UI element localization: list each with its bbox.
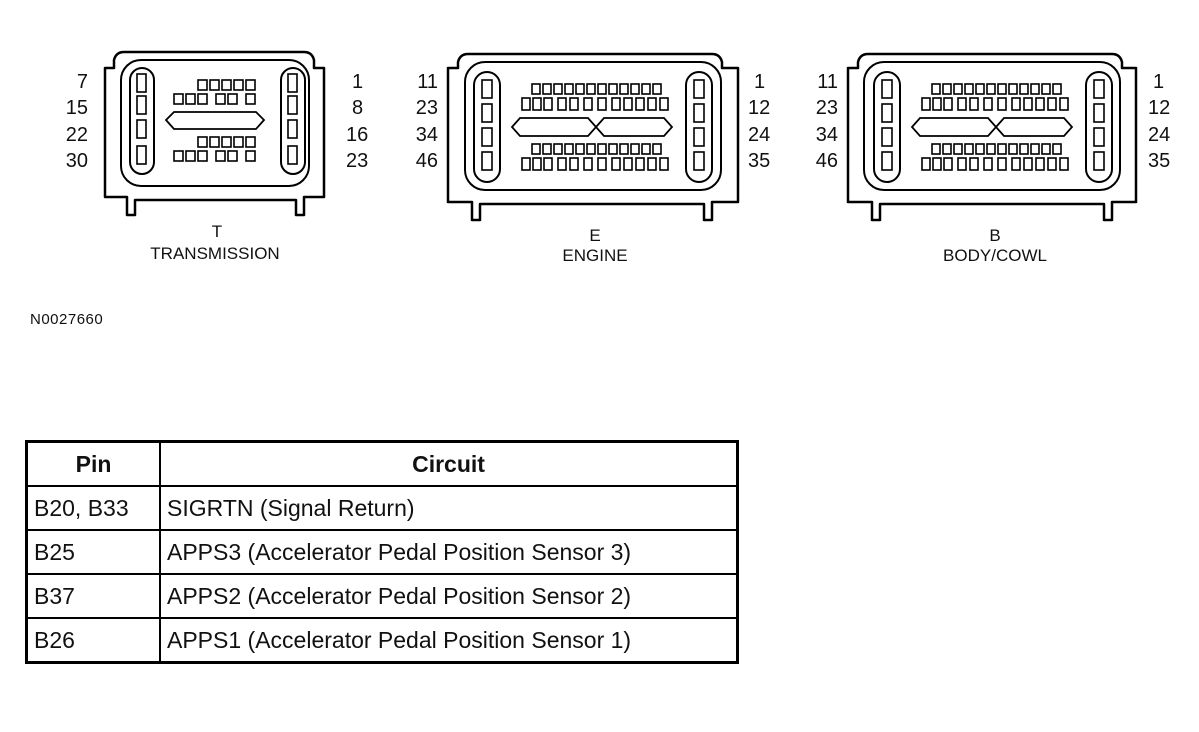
- connector-e-name: ENGINE: [562, 246, 627, 265]
- pin-number: 23: [346, 150, 368, 172]
- pin-circuit-table: Pin Circuit B20, B33 SIGRTN (Signal Retu…: [25, 440, 739, 664]
- circuit-cell: APPS3 (Accelerator Pedal Position Sensor…: [159, 529, 739, 575]
- connector-t-letter: T: [212, 222, 222, 241]
- connector-b-right-pin-column: [1085, 71, 1113, 183]
- pin-number: 7: [77, 71, 88, 93]
- connector-e-face: [464, 61, 722, 191]
- pin-number: 30: [66, 150, 88, 172]
- pin-number: 1: [352, 71, 363, 93]
- table-header-row: Pin Circuit: [25, 440, 739, 487]
- connector-t-left-pin-column: [129, 67, 155, 175]
- table-row: B37 APPS2 (Accelerator Pedal Position Se…: [25, 573, 739, 619]
- connector-b-center-key-left: [910, 117, 998, 137]
- figure-code: N0027660: [30, 311, 104, 328]
- connector-b-face: [863, 61, 1121, 191]
- pin-number: 46: [816, 150, 838, 172]
- connector-b-name: BODY/COWL: [943, 246, 1047, 265]
- circuit-cell: APPS2 (Accelerator Pedal Position Sensor…: [159, 573, 739, 619]
- connector-e-housing: [446, 52, 740, 222]
- connector-t-name: TRANSMISSION: [150, 244, 279, 263]
- pin-cell: B25: [25, 529, 161, 575]
- pin-column-header: Pin: [25, 440, 161, 487]
- connector-b-cavity-rows: [921, 83, 1069, 171]
- pin-number: 35: [748, 150, 770, 172]
- connector-b-left-pin-column: [873, 71, 901, 183]
- table-row: B20, B33 SIGRTN (Signal Return): [25, 485, 739, 531]
- pin-number: 22: [66, 124, 88, 146]
- connector-b-center-key-right: [994, 117, 1074, 137]
- connector-e-right-pin-numbers: 1 12 24 35: [748, 71, 770, 172]
- pin-number: 11: [817, 71, 838, 93]
- connector-t-right-pin-numbers: 1 8 16 23: [346, 71, 368, 172]
- connector-e-letter: E: [589, 226, 600, 245]
- pin-cell: B37: [25, 573, 161, 619]
- pin-number: 8: [352, 97, 363, 119]
- connector-e-column-pins: [481, 79, 705, 171]
- pin-number: 24: [1148, 124, 1170, 146]
- connector-b-housing: [846, 52, 1138, 222]
- connector-e-left-pin-column: [473, 71, 501, 183]
- pin-number: 15: [66, 97, 88, 119]
- pin-number: 35: [1148, 150, 1170, 172]
- connector-body-cowl: 11 23 34 46 1 12 24 35 B BODY/COWL: [816, 52, 1170, 265]
- pin-number: 34: [816, 124, 838, 146]
- connector-t-face: [120, 59, 310, 187]
- connector-diagram: 7 15 22 30 1 8 16 23 T TRANSMISSION: [66, 50, 1170, 265]
- connector-e-cavity-rows: [521, 83, 669, 171]
- connector-e-right-pin-column: [685, 71, 713, 183]
- connector-engine: 11 23 34 46 1 12 24 35 E ENGINE: [416, 52, 770, 265]
- connector-e-center-key-right: [594, 117, 674, 137]
- connector-b-column-pins: [881, 79, 1105, 171]
- connector-t-right-pin-column: [280, 67, 306, 175]
- connector-b-letter: B: [989, 226, 1000, 245]
- pin-number: 24: [748, 124, 770, 146]
- circuit-cell: APPS1 (Accelerator Pedal Position Sensor…: [159, 617, 739, 664]
- pin-number: 16: [346, 124, 368, 146]
- pin-number: 1: [1153, 71, 1164, 93]
- table-row: B25 APPS3 (Accelerator Pedal Position Se…: [25, 529, 739, 575]
- pin-number: 34: [416, 124, 438, 146]
- pin-number: 23: [816, 97, 838, 119]
- table-row: B26 APPS1 (Accelerator Pedal Position Se…: [25, 617, 739, 664]
- connector-e-center-key-left: [510, 117, 598, 137]
- pin-number: 23: [416, 97, 438, 119]
- circuit-column-header: Circuit: [159, 440, 739, 487]
- pin-cell: B26: [25, 617, 161, 664]
- pin-number: 11: [417, 71, 438, 93]
- connector-t-cavity-rows: [173, 79, 256, 162]
- connector-t-column-pins: [136, 73, 298, 165]
- connector-b-left-pin-numbers: 11 23 34 46: [816, 71, 838, 172]
- pin-number: 46: [416, 150, 438, 172]
- pin-number: 12: [748, 97, 770, 119]
- connector-e-left-pin-numbers: 11 23 34 46: [416, 71, 438, 172]
- connector-transmission: 7 15 22 30 1 8 16 23 T TRANSMISSION: [66, 50, 368, 263]
- connector-b-right-pin-numbers: 1 12 24 35: [1148, 71, 1170, 172]
- connector-t-left-pin-numbers: 7 15 22 30: [66, 71, 88, 172]
- connector-t-housing: [103, 50, 326, 217]
- circuit-cell: SIGRTN (Signal Return): [159, 485, 739, 531]
- pin-number: 1: [754, 71, 765, 93]
- pin-number: 12: [1148, 97, 1170, 119]
- pin-cell: B20, B33: [25, 485, 161, 531]
- connector-t-center-key: [164, 111, 266, 130]
